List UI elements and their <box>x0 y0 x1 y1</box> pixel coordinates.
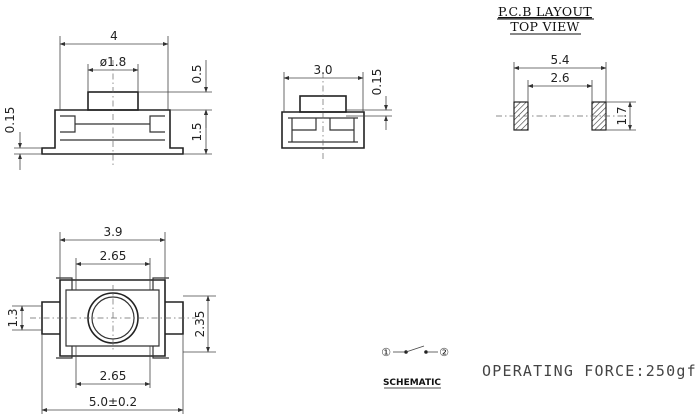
schematic-label: SCHEMATIC <box>383 378 441 388</box>
front-body-detail <box>60 115 165 141</box>
top-terminal-left <box>41 301 60 335</box>
front-width-label: 4 <box>110 29 118 43</box>
top-inner-frame <box>65 289 160 347</box>
schematic-terminal-2: ② <box>439 346 449 359</box>
pcb-layout-title: P.C.B LAYOUT <box>498 4 592 19</box>
side-view: 3.0 0.15 <box>281 63 392 160</box>
pcb-layout-subtitle: TOP VIEW <box>510 19 579 34</box>
top-body <box>59 279 166 357</box>
pcb-layout: P.C.B LAYOUT TOP VIEW 5.4 2.6 1.7 <box>496 4 636 131</box>
schematic: ① ② SCHEMATIC <box>381 345 449 389</box>
front-view: 4 ø1.8 0.5 1.5 0.15 <box>3 29 212 170</box>
pcb-inner-width-label: 2.6 <box>550 71 569 85</box>
side-width-label: 3.0 <box>313 63 332 77</box>
pcb-pad-height-label: 1.7 <box>615 106 629 125</box>
top-body-height-label: 2.35 <box>193 311 207 338</box>
operating-force-label: OPERATING FORCE:250gf <box>482 362 697 380</box>
side-terminal-thickness-label: 0.15 <box>370 69 384 96</box>
top-view: 3.9 2.65 2.65 5.0±0.2 1.3 2.35 <box>6 225 216 414</box>
actuator-height-label: 0.5 <box>190 64 204 83</box>
side-body <box>281 111 365 149</box>
top-width-label: 3.9 <box>103 225 122 239</box>
top-inner-width-top-label: 2.65 <box>100 249 127 263</box>
schematic-terminal-1: ① <box>381 346 391 359</box>
pcb-outer-width-label: 5.4 <box>550 53 569 67</box>
terminal-thickness-label: 0.15 <box>3 107 17 134</box>
top-overall-width-label: 5.0±0.2 <box>89 395 137 409</box>
actuator-diameter-label: ø1.8 <box>100 55 126 69</box>
schematic-switch-lever <box>405 345 425 353</box>
top-body-corners <box>56 277 169 359</box>
top-terminal-height-label: 1.3 <box>6 308 20 327</box>
body-height-label: 1.5 <box>190 122 204 141</box>
top-inner-width-bottom-label: 2.65 <box>100 369 127 383</box>
